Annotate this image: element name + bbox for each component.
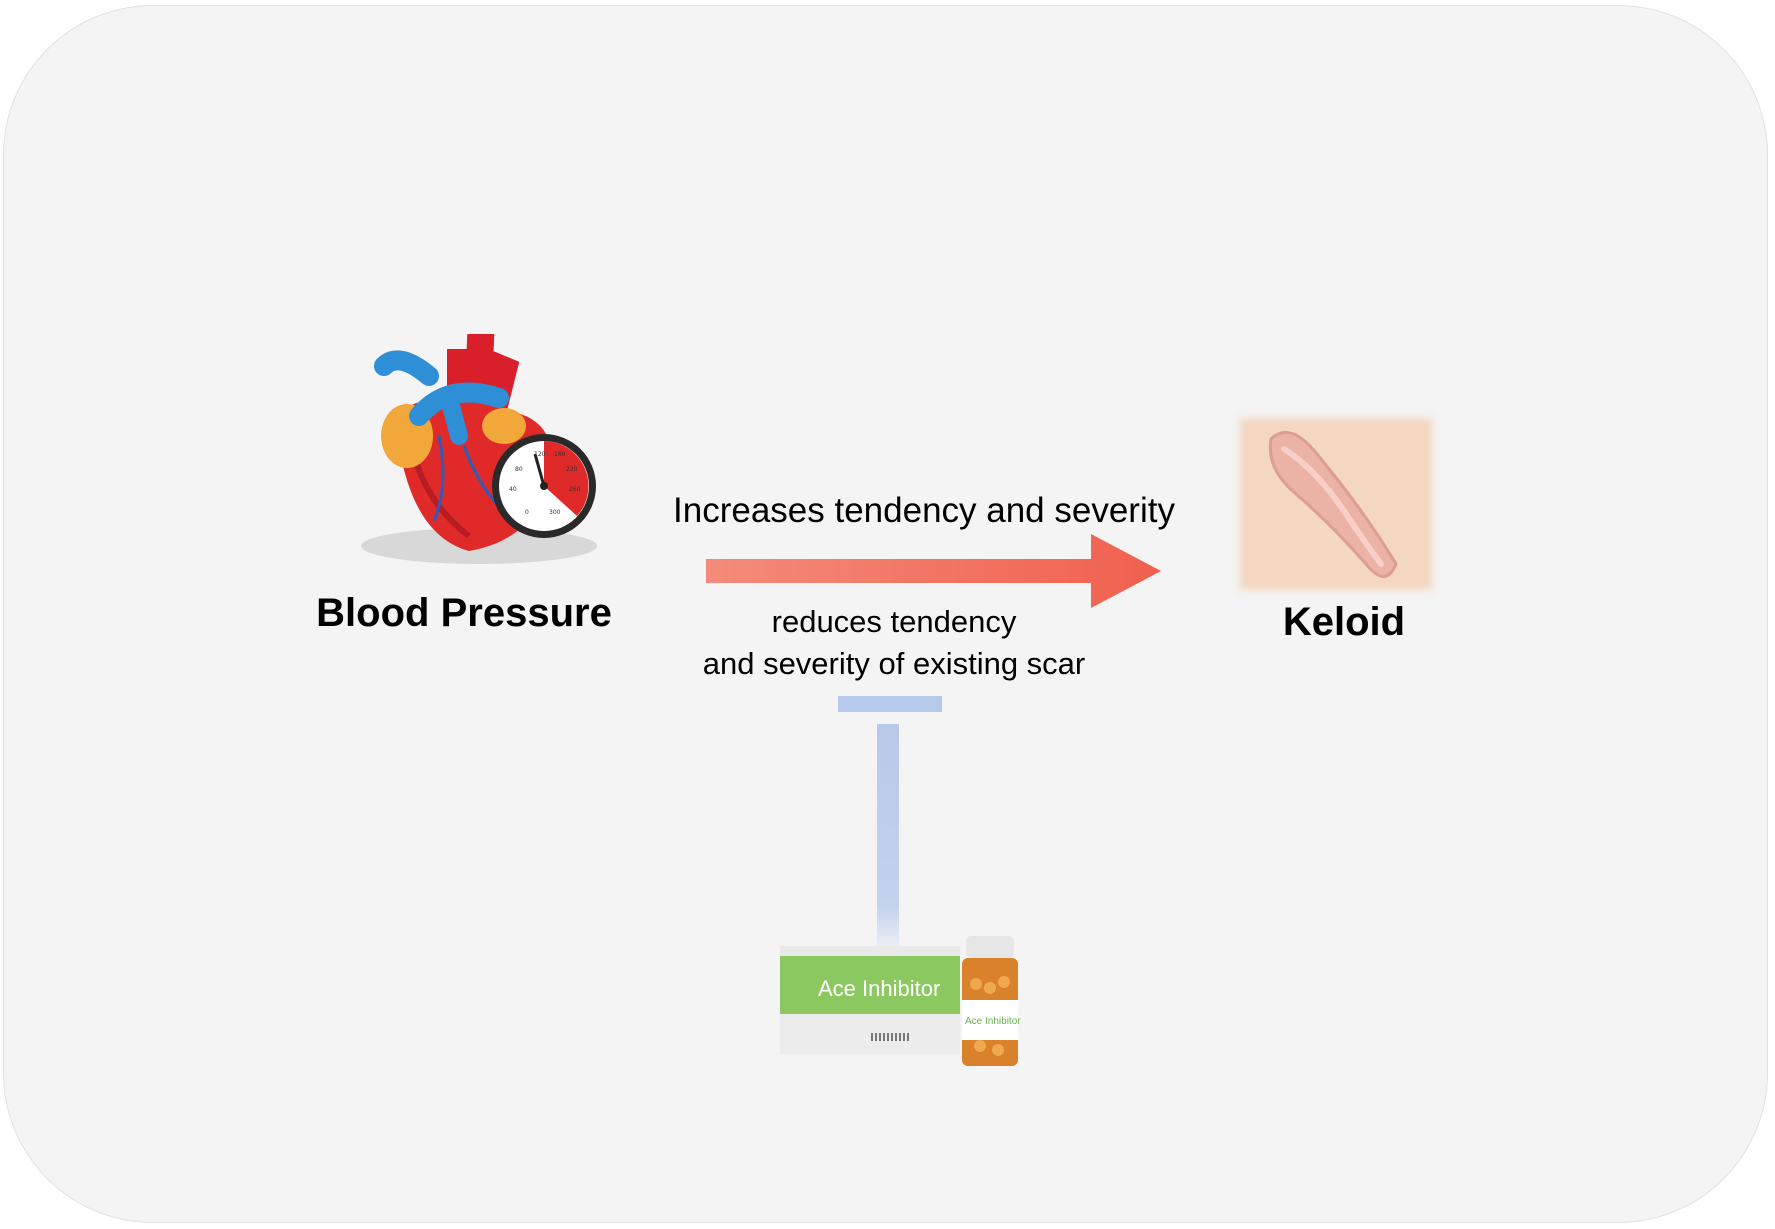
- bottle-label: Ace Inhibitor: [965, 1016, 1021, 1027]
- gauge-tick: 80: [515, 466, 523, 473]
- gauge-tick: 300: [549, 509, 561, 516]
- medicine-box-and-pill-bottle-icon: Ace Inhibitor Ace Inhibitor: [780, 936, 1021, 1066]
- diagram-panel: 120 160 80 220 40 260 0 300 Blood Pressu…: [3, 5, 1768, 1223]
- gauge-tick: 220: [566, 466, 578, 473]
- box-label: Ace Inhibitor: [818, 976, 940, 1001]
- keloid-label: Keloid: [1282, 600, 1406, 644]
- increases-edge-label: Increases tendency and severity: [673, 491, 1175, 530]
- blood-pressure-label: Blood Pressure: [316, 591, 612, 635]
- gauge-tick: 120: [534, 451, 546, 458]
- increases-arrow: [706, 534, 1161, 608]
- gauge-tick: 0: [525, 509, 529, 516]
- heart-with-pressure-gauge-icon: 120 160 80 220 40 260 0 300: [361, 334, 597, 564]
- reduces-edge-label-line2: and severity of existing scar: [702, 646, 1086, 681]
- inhibition-connector: [838, 696, 942, 954]
- gauge-tick: 260: [569, 486, 581, 493]
- reduces-edge-label-line1: reduces tendency: [771, 604, 1017, 639]
- barcode: [871, 1033, 909, 1041]
- gauge-tick: 40: [509, 486, 517, 493]
- keloid-scar-icon: [1240, 418, 1432, 590]
- gauge-tick: 160: [554, 451, 566, 458]
